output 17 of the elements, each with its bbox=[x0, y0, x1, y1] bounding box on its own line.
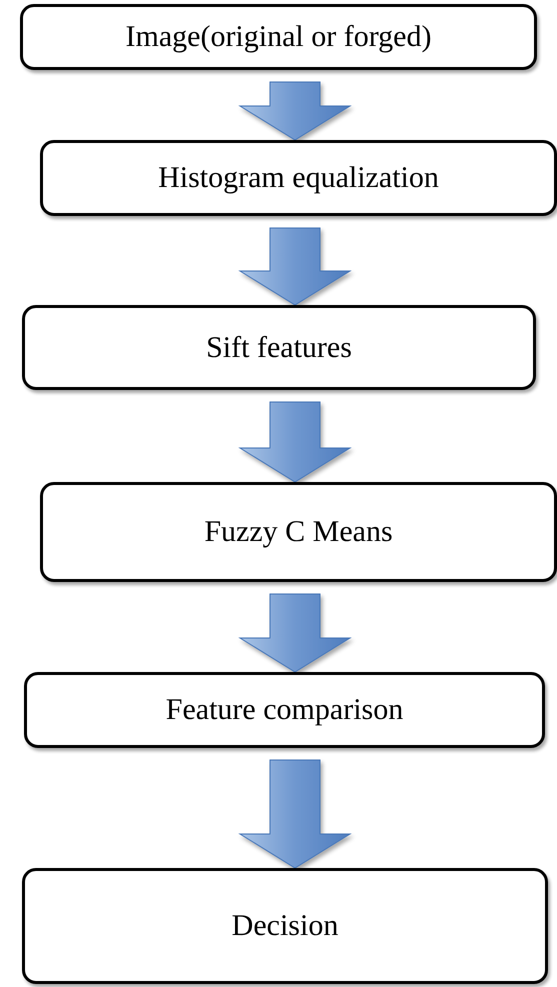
box-label: Fuzzy C Means bbox=[204, 515, 393, 549]
box-label: Feature comparison bbox=[166, 693, 404, 727]
process-box bbox=[40, 140, 557, 216]
process-box bbox=[20, 4, 537, 70]
box-label: Histogram equalization bbox=[158, 161, 439, 195]
box-label: Decision bbox=[232, 909, 338, 943]
process-box bbox=[40, 482, 557, 582]
process-box bbox=[22, 305, 536, 390]
process-box bbox=[24, 672, 545, 748]
block-arrow bbox=[238, 228, 352, 306]
block-arrow bbox=[238, 760, 352, 869]
box-label: Sift features bbox=[206, 330, 352, 364]
process-box bbox=[22, 868, 548, 984]
block-arrow bbox=[238, 82, 352, 141]
box-label: Image(original or forged) bbox=[126, 20, 432, 54]
block-arrow bbox=[238, 402, 352, 483]
block-arrow bbox=[238, 594, 352, 673]
